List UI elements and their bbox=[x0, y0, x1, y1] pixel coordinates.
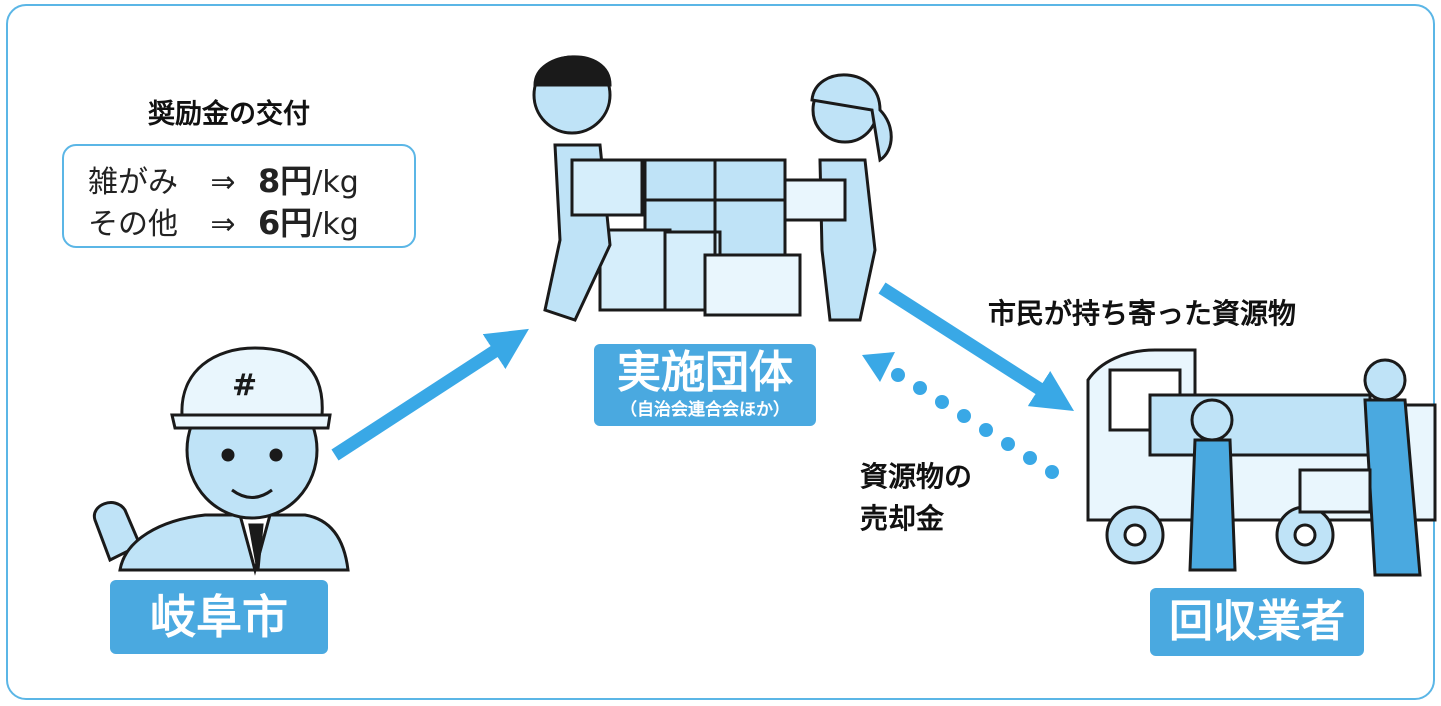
recycler-label: 回収業者 bbox=[1150, 588, 1364, 656]
rate-row-zatsugami: 雑がみ ⇒ 8円/kg bbox=[88, 156, 359, 202]
arrow-city-to-group bbox=[331, 328, 529, 461]
rate-amount: 8円 bbox=[258, 162, 313, 200]
city-official-illustration: # bbox=[92, 346, 350, 576]
resources-flow-label: 市民が持ち寄った資源物 bbox=[988, 297, 1297, 330]
group-name: 実施団体 bbox=[617, 347, 793, 398]
group-members-illustration bbox=[532, 55, 893, 322]
subsidy-title: 奨励金の交付 bbox=[148, 99, 310, 130]
rate-unit: /kg bbox=[312, 207, 359, 242]
proceeds-line2: 売却金 bbox=[860, 502, 945, 535]
dotted-arrow-proceeds bbox=[862, 352, 1059, 479]
svg-text:#: # bbox=[232, 368, 257, 403]
implementing-group-label: 実施団体 （自治会連合会ほか） bbox=[594, 344, 816, 426]
rate-arrow: ⇒ bbox=[210, 165, 236, 200]
gifu-city-label: 岐阜市 bbox=[110, 580, 328, 654]
rate-arrow: ⇒ bbox=[210, 207, 236, 242]
proceeds-line1: 資源物の bbox=[860, 460, 973, 493]
group-note: （自治会連合会ほか） bbox=[620, 400, 790, 420]
rate-category: 雑がみ bbox=[88, 165, 178, 200]
subsidy-rate-box: 雑がみ ⇒ 8円/kg その他 ⇒ 6円/kg bbox=[62, 144, 416, 248]
rate-category: その他 bbox=[88, 207, 178, 242]
arrow-group-to-recycler bbox=[878, 282, 1075, 411]
proceeds-flow-label: 資源物の 売却金 bbox=[860, 456, 972, 540]
recycler-truck-illustration bbox=[1086, 348, 1437, 577]
rate-unit: /kg bbox=[312, 165, 359, 200]
rate-row-other: その他 ⇒ 6円/kg bbox=[88, 198, 359, 244]
rate-amount: 6円 bbox=[258, 204, 313, 242]
